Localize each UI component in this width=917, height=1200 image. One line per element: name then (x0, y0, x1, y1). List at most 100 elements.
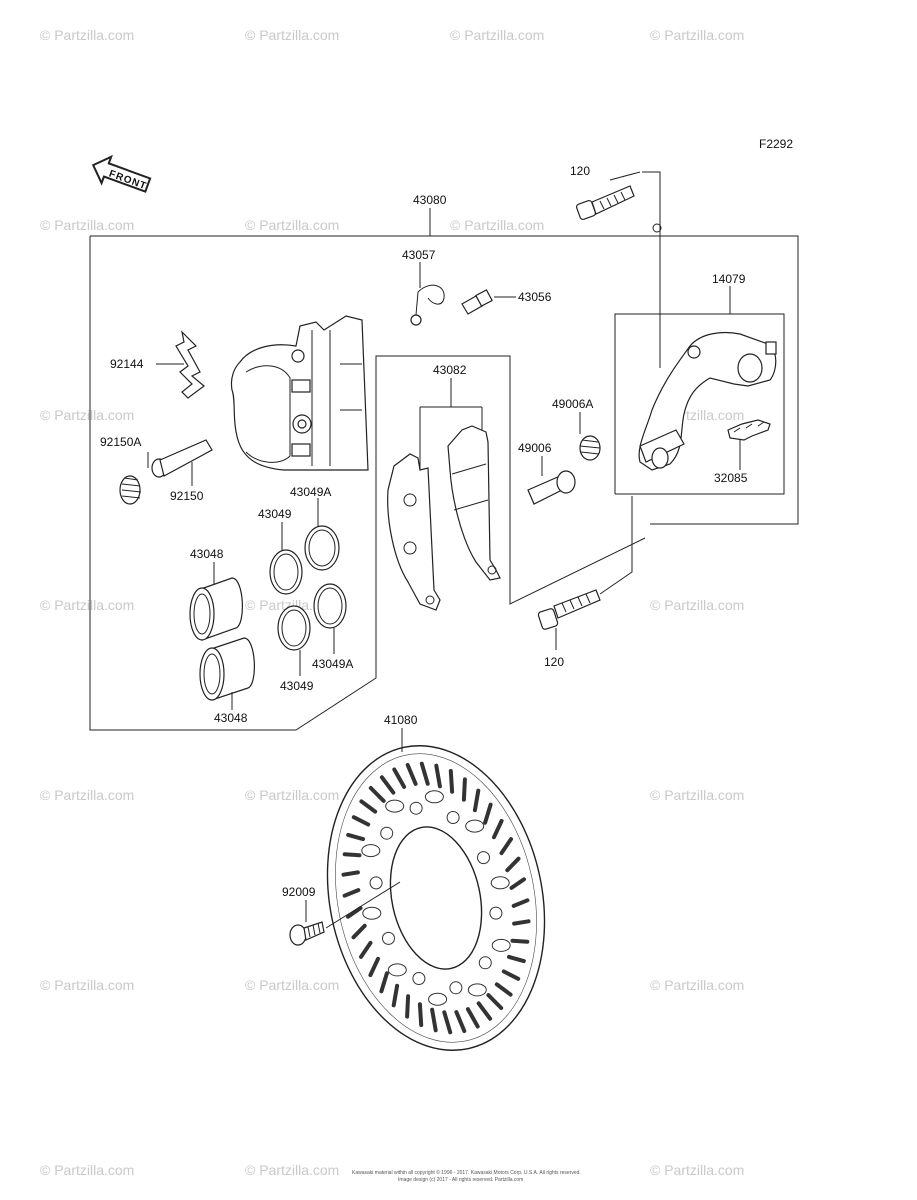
disc-mount-hole (369, 876, 383, 890)
disc-slot (499, 837, 513, 856)
brake-pad-left (387, 453, 441, 611)
label-43048-bottom: 43048 (214, 711, 248, 725)
disc-slots (341, 761, 531, 1035)
label-92144: 92144 (110, 357, 144, 371)
disc-slot (492, 818, 504, 840)
disc-slot (454, 1010, 467, 1033)
watermark: © Partzilla.com (245, 787, 339, 803)
watermark: © Partzilla.com (650, 977, 744, 993)
label-43049a-bottom: 43049A (312, 657, 353, 671)
copyright-line-1: Kawasaki material within all copyright ©… (352, 1169, 581, 1176)
disc-slot (501, 969, 521, 981)
disc-slot (405, 763, 418, 786)
disc-slot (510, 938, 530, 944)
watermark: © Partzilla.com (245, 27, 339, 43)
disc-slot (351, 815, 371, 827)
pin-92150 (151, 439, 213, 486)
spring-32085 (727, 419, 771, 470)
pin-49006 (527, 456, 576, 505)
bleeder-valve-43056 (461, 289, 516, 315)
seal-43049a-top (304, 498, 340, 571)
disc-slot (419, 761, 430, 786)
disc-slot (476, 1001, 493, 1021)
disc-slot (509, 877, 526, 890)
disc-mount-hole (380, 826, 394, 840)
label-92150a: 92150A (100, 435, 141, 449)
disc-cutout (361, 844, 381, 858)
watermark: © Partzilla.com (650, 27, 744, 43)
disc-mount-hole (489, 906, 503, 920)
disc-mount-hole (449, 981, 463, 995)
disc-cutout (491, 938, 511, 952)
disc-slot (379, 971, 389, 994)
label-49006: 49006 (518, 441, 552, 455)
watermark: © Partzilla.com (245, 217, 339, 233)
label-14079: 14079 (712, 272, 746, 286)
disc-slot (512, 919, 531, 926)
watermark: © Partzilla.com (650, 597, 744, 613)
label-43056: 43056 (518, 290, 552, 304)
brake-disc-41080 (326, 728, 546, 1051)
piston-43048-top (189, 562, 243, 641)
label-49006a: 49006A (552, 397, 593, 411)
label-41080: 41080 (384, 713, 418, 727)
disc-slot (486, 993, 504, 1010)
disc-slot (442, 1010, 453, 1035)
disc-mount-hole (382, 931, 395, 945)
disc-slot (351, 923, 367, 940)
boot-49006a (579, 412, 601, 461)
disc-slot (417, 1002, 424, 1027)
label-43049-bottom: 43049 (280, 679, 314, 693)
label-43048-top: 43048 (190, 547, 224, 561)
caliper-assembly-outline (89, 208, 799, 731)
disc-slot (505, 856, 521, 873)
disc-slot (483, 802, 493, 825)
bolt-120-bottom (537, 496, 633, 650)
disc-cutout (467, 983, 487, 997)
disc-cutout (387, 963, 407, 977)
bracket-14079 (638, 331, 777, 471)
label-120-top: 120 (570, 164, 590, 178)
disc-slot (392, 767, 407, 789)
watermark: © Partzilla.com (40, 977, 134, 993)
watermark: © Partzilla.com (650, 787, 744, 803)
label-32085: 32085 (714, 471, 748, 485)
watermark: © Partzilla.com (40, 597, 134, 613)
disc-slot (472, 788, 481, 813)
label-92009: 92009 (282, 885, 316, 899)
seal-43049-bottom (277, 605, 311, 676)
seal-43049-top (269, 522, 303, 595)
disc-cutout (424, 790, 444, 804)
disc-slot (359, 799, 378, 814)
seal-43049a-bottom (313, 583, 347, 654)
disc-mount-hole (446, 811, 460, 824)
bleeder-cap-43057 (410, 262, 445, 326)
disc-slot (405, 994, 411, 1019)
boot-92150a (119, 452, 149, 505)
disc-cutout (490, 876, 510, 890)
disc-slot (434, 763, 442, 789)
disc-slot (346, 906, 363, 919)
label-43049a-top: 43049A (290, 485, 331, 499)
disc-slot (379, 775, 396, 795)
disc-slot (342, 852, 362, 858)
disc-slot (461, 777, 467, 802)
label-120-bottom: 120 (544, 655, 564, 669)
label-43082: 43082 (433, 363, 467, 377)
label-43080: 43080 (413, 193, 447, 207)
disc-mount-hole (409, 801, 423, 815)
disc-slot (448, 769, 455, 794)
watermark: © Partzilla.com (450, 27, 544, 43)
pad-assembly-outline (419, 378, 483, 470)
disc-slot (346, 832, 365, 842)
piston-43048-bottom (199, 637, 255, 710)
watermark: © Partzilla.com (245, 977, 339, 993)
disc-slot (494, 982, 513, 997)
disc-mount-hole (412, 972, 426, 985)
disc-mount-hole (478, 956, 492, 970)
label-92150: 92150 (170, 489, 204, 503)
watermark: © Partzilla.com (40, 217, 134, 233)
disc-holes (361, 790, 511, 1006)
disc-cutout (385, 799, 405, 813)
